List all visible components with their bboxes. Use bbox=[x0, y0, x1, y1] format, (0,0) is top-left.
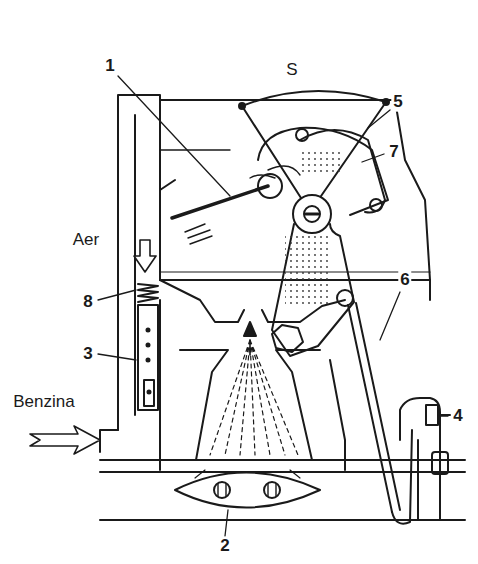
label-anchor: 6 bbox=[398, 271, 411, 290]
upper-housing bbox=[395, 100, 430, 280]
flow-label: Aer bbox=[71, 231, 101, 250]
fuel-jet bbox=[144, 380, 154, 406]
carburetor-illustration bbox=[30, 76, 465, 536]
float-chamber bbox=[175, 473, 320, 508]
fuel-jet bbox=[138, 284, 158, 302]
air-channel-wall bbox=[100, 95, 395, 452]
callout-number: 7 bbox=[387, 143, 400, 162]
leader-line bbox=[380, 292, 400, 340]
mixing-chamber bbox=[160, 280, 345, 322]
label-anchor: 1 bbox=[103, 57, 116, 76]
mounting-bracket bbox=[432, 452, 448, 474]
lever-arm bbox=[285, 235, 330, 305]
float-chamber bbox=[195, 470, 300, 478]
label-anchor: S bbox=[284, 61, 299, 80]
callout-number: 2 bbox=[218, 537, 231, 556]
label-anchor: 2 bbox=[218, 537, 231, 556]
label-anchor: 3 bbox=[81, 345, 94, 364]
fuel-arrow bbox=[30, 426, 100, 454]
throttle-lever bbox=[296, 129, 308, 141]
air-arrow bbox=[134, 240, 156, 272]
air-channel-wall bbox=[160, 99, 395, 101]
float-chamber bbox=[268, 484, 276, 496]
air-channel-wall bbox=[100, 430, 118, 452]
mixing-chamber bbox=[160, 280, 345, 470]
callout-number: 5 bbox=[391, 93, 404, 112]
lever-arm bbox=[272, 325, 303, 352]
fuel-spray bbox=[210, 340, 298, 455]
throttle-plate bbox=[258, 174, 282, 198]
mixing-chamber bbox=[180, 350, 320, 460]
float-chamber bbox=[218, 484, 226, 496]
throttle-lever bbox=[300, 150, 340, 172]
air-channel-wall bbox=[118, 95, 160, 430]
callout-number: 8 bbox=[81, 293, 94, 312]
lever-arm bbox=[304, 206, 320, 222]
mounting-bracket bbox=[400, 398, 440, 520]
mixing-chamber bbox=[160, 300, 345, 470]
leader-line bbox=[98, 290, 136, 300]
mounting-bracket bbox=[417, 440, 419, 520]
callout-number: 4 bbox=[451, 407, 464, 426]
fuel-arrow bbox=[30, 426, 100, 454]
fuel-jet bbox=[138, 305, 158, 410]
fuel-spray bbox=[210, 340, 298, 455]
lever-arm bbox=[272, 195, 354, 356]
mounting-bracket bbox=[400, 398, 450, 520]
callout-number: 6 bbox=[398, 271, 411, 290]
lever-arm bbox=[337, 290, 353, 306]
leader-line bbox=[118, 76, 230, 196]
air-arrow bbox=[134, 240, 156, 272]
sector-lever bbox=[239, 103, 245, 109]
leader-line bbox=[362, 154, 384, 162]
label-anchor: Aer bbox=[71, 231, 101, 250]
mixing-chamber bbox=[244, 322, 256, 336]
leader-line bbox=[368, 110, 390, 128]
label-anchor: 8 bbox=[81, 293, 94, 312]
sector-lever bbox=[242, 91, 386, 106]
leader-line bbox=[98, 76, 448, 536]
fuel-jet bbox=[148, 391, 151, 394]
callout-number: 3 bbox=[81, 345, 94, 364]
callout-number: 1 bbox=[103, 57, 116, 76]
upper-housing bbox=[185, 224, 212, 244]
label-anchor: 4 bbox=[451, 407, 464, 426]
throttle-lever bbox=[370, 199, 382, 211]
leader-line bbox=[225, 510, 228, 536]
float-chamber bbox=[264, 482, 280, 498]
leader-line bbox=[98, 354, 136, 360]
fuel-jet bbox=[147, 344, 150, 347]
leader-line bbox=[440, 415, 448, 416]
lever-arm bbox=[293, 195, 331, 233]
lever-arm bbox=[272, 224, 354, 356]
upper-housing bbox=[160, 149, 230, 150]
flow-label: Benzina bbox=[11, 393, 76, 412]
label-anchor: 5 bbox=[391, 93, 404, 112]
throttle-plate bbox=[172, 186, 268, 218]
mounting-bracket bbox=[438, 414, 450, 416]
float-chamber bbox=[214, 482, 230, 498]
connecting-rod bbox=[348, 303, 400, 512]
connecting-rod bbox=[348, 303, 412, 524]
flow-label: S bbox=[284, 61, 299, 80]
lever-arm bbox=[306, 213, 318, 216]
fuel-jet bbox=[147, 329, 150, 332]
fuel-jet bbox=[138, 284, 158, 410]
mounting-bracket bbox=[426, 405, 438, 425]
throttle-lever bbox=[250, 166, 300, 178]
fuel-jet bbox=[147, 359, 150, 362]
label-anchor: 7 bbox=[387, 143, 400, 162]
connecting-rod bbox=[392, 430, 412, 524]
sector-lever bbox=[383, 99, 389, 105]
throttle-plate bbox=[172, 174, 282, 218]
label-anchor: Benzina bbox=[11, 393, 76, 412]
